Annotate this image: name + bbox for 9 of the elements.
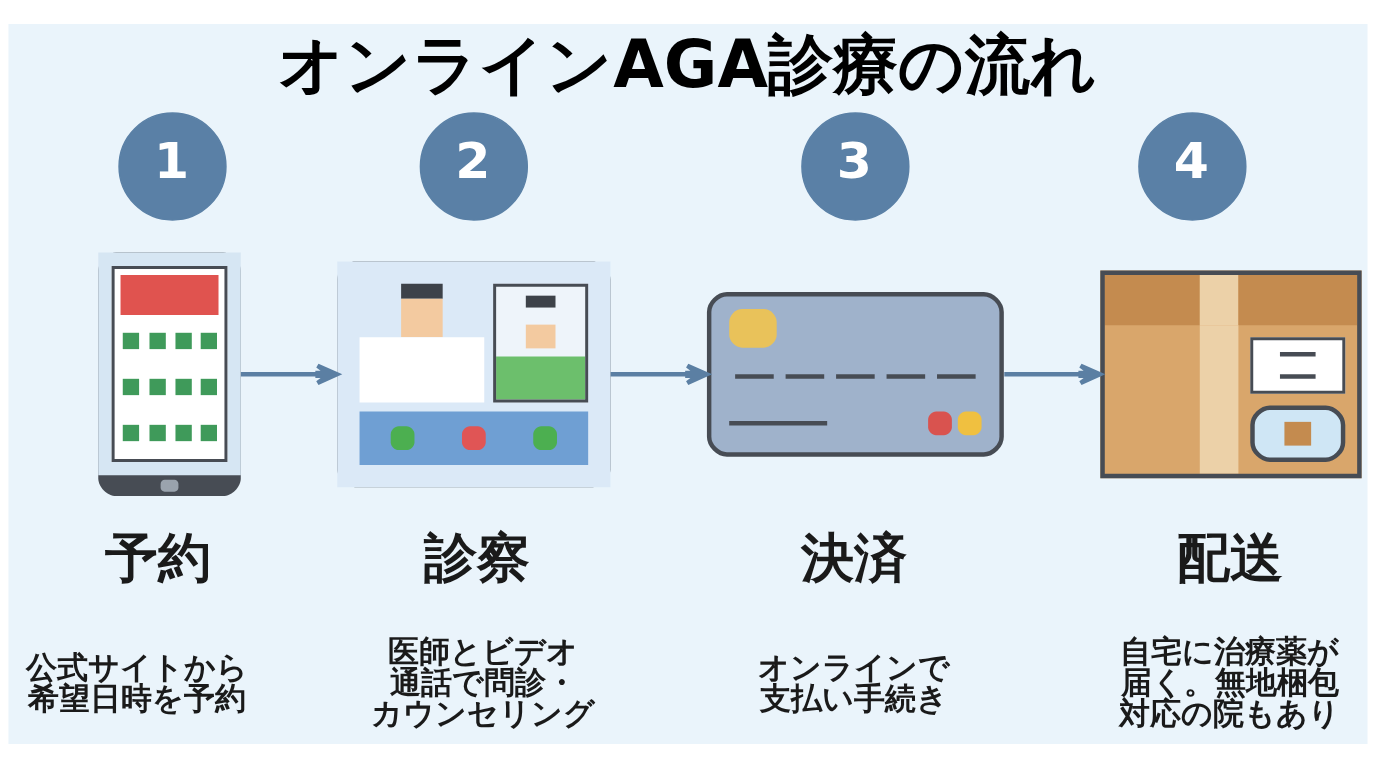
node-label: 決済 <box>801 525 908 589</box>
node-label: オンラインで支払い手続き <box>758 648 951 716</box>
node-label: 配送 <box>1176 525 1283 589</box>
diagram-title: オンラインAGA診療の流れ <box>278 25 1097 102</box>
node-label: 診察 <box>424 525 531 589</box>
node-label: 医師とビデオ通話で問診・カウンセリング <box>370 633 595 732</box>
node-label: 公式サイトから希望日時を予約 <box>26 648 249 716</box>
node-label: 予約 <box>104 525 211 589</box>
node-label: 自宅に治療薬が届く。無地梱包対応の院もあり <box>1118 633 1340 732</box>
